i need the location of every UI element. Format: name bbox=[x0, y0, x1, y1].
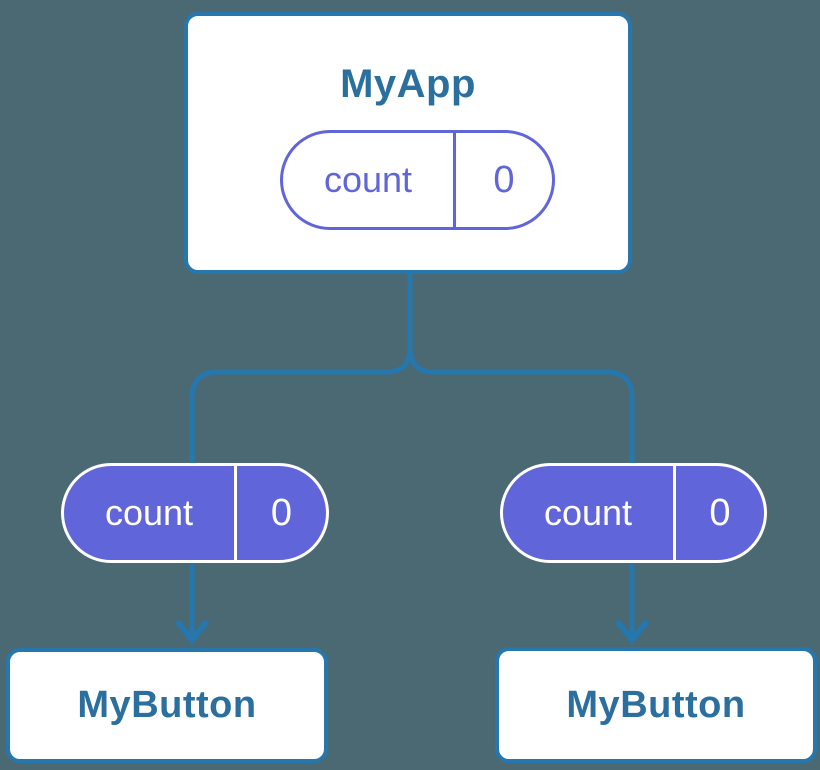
child-component-title: MyButton bbox=[77, 684, 257, 726]
child-component-card-right: MyButton bbox=[495, 647, 817, 763]
child-state-pill-left: count 0 bbox=[61, 463, 329, 563]
state-value: 0 bbox=[493, 158, 515, 201]
state-label: count bbox=[323, 159, 413, 200]
state-label: count bbox=[543, 492, 633, 533]
state-value: 0 bbox=[709, 491, 731, 534]
state-label: count bbox=[104, 492, 194, 533]
arrowhead-left-icon bbox=[174, 619, 210, 645]
branch-left-line bbox=[189, 272, 413, 637]
child-component-card-left: MyButton bbox=[6, 648, 328, 763]
root-state-pill: count 0 bbox=[280, 130, 555, 230]
child-state-pill-right: count 0 bbox=[500, 463, 767, 563]
arrowhead-right-icon bbox=[614, 619, 650, 645]
child-component-title: MyButton bbox=[566, 683, 746, 726]
branch-right-line bbox=[407, 272, 635, 637]
pill-divider bbox=[673, 466, 676, 560]
pill-divider bbox=[453, 133, 456, 227]
root-component-title: MyApp bbox=[340, 62, 476, 106]
pill-divider bbox=[234, 466, 237, 560]
state-value: 0 bbox=[270, 491, 293, 534]
